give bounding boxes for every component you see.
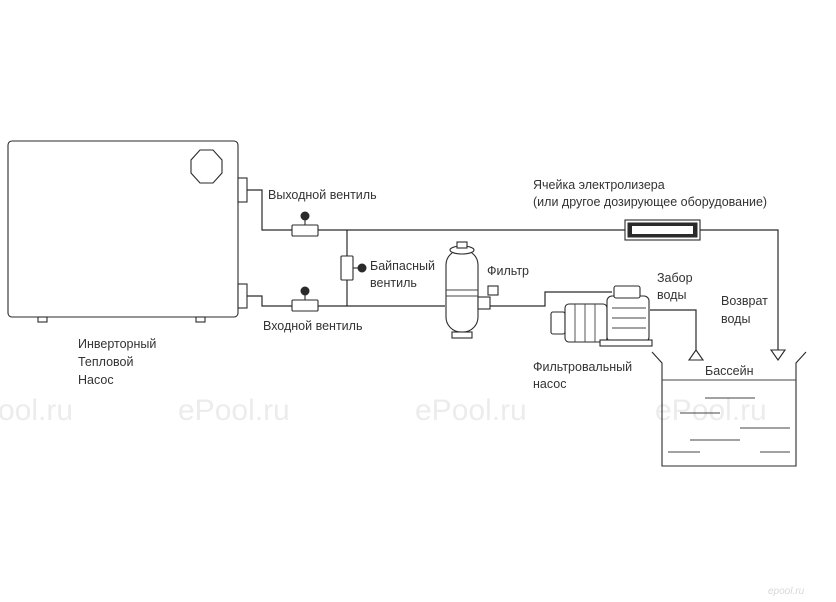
watermark-4: ePool.ru [655, 394, 767, 427]
pool-label: Бассейн [705, 364, 754, 378]
bypass-valve-icon [340, 255, 367, 281]
water-intake-label-line1: Забор [657, 271, 693, 285]
watermark-3: ePool.ru [415, 394, 527, 427]
electrolyzer-label-line2: (или другое дозирующее оборудование) [533, 195, 767, 209]
watermark-2: ePool.ru [178, 394, 290, 427]
brand-mark: epool.ru [768, 586, 805, 597]
heat-pump-badge-icon [190, 149, 223, 184]
heat-pump-label-line3: Насос [78, 373, 114, 387]
inlet-valve-label: Входной вентиль [263, 319, 362, 333]
filter-label: Фильтр [487, 264, 529, 278]
water-intake-label-line2: воды [657, 288, 686, 302]
watermark-row: ool.ru ePool.ru ePool.ru ePool.ru [0, 394, 767, 427]
intake-arrow-icon [687, 349, 705, 361]
filter-pump-icon [550, 285, 653, 347]
heat-pump-label-line1: Инверторный [78, 337, 156, 351]
filter-icon [445, 241, 499, 339]
water-return-label-line2: воды [721, 312, 750, 326]
bypass-valve-label-line2: вентиль [370, 276, 417, 290]
electrolyzer-label-line1: Ячейка электролизера [533, 178, 665, 192]
electrolyzer-cell-icon [624, 219, 701, 241]
return-arrow-icon [769, 349, 787, 361]
inlet-valve-icon [291, 286, 319, 312]
pool-icon [651, 349, 807, 467]
water-return-label-line1: Возврат [721, 294, 768, 308]
filter-pump-label-line2: насос [533, 377, 566, 391]
pipework [247, 189, 779, 352]
bypass-valve-label-line1: Байпасный [370, 259, 435, 273]
filter-pump-label-line1: Фильтровальный [533, 360, 632, 374]
labels: Инверторный Тепловой Насос Выходной вент… [78, 178, 768, 391]
watermark-1: ool.ru [0, 394, 73, 427]
heat-pump-unit [7, 140, 248, 323]
outlet-valve-label: Выходной вентиль [268, 188, 377, 202]
heat-pump-label-line2: Тепловой [78, 355, 133, 369]
outlet-valve-icon [291, 211, 319, 237]
